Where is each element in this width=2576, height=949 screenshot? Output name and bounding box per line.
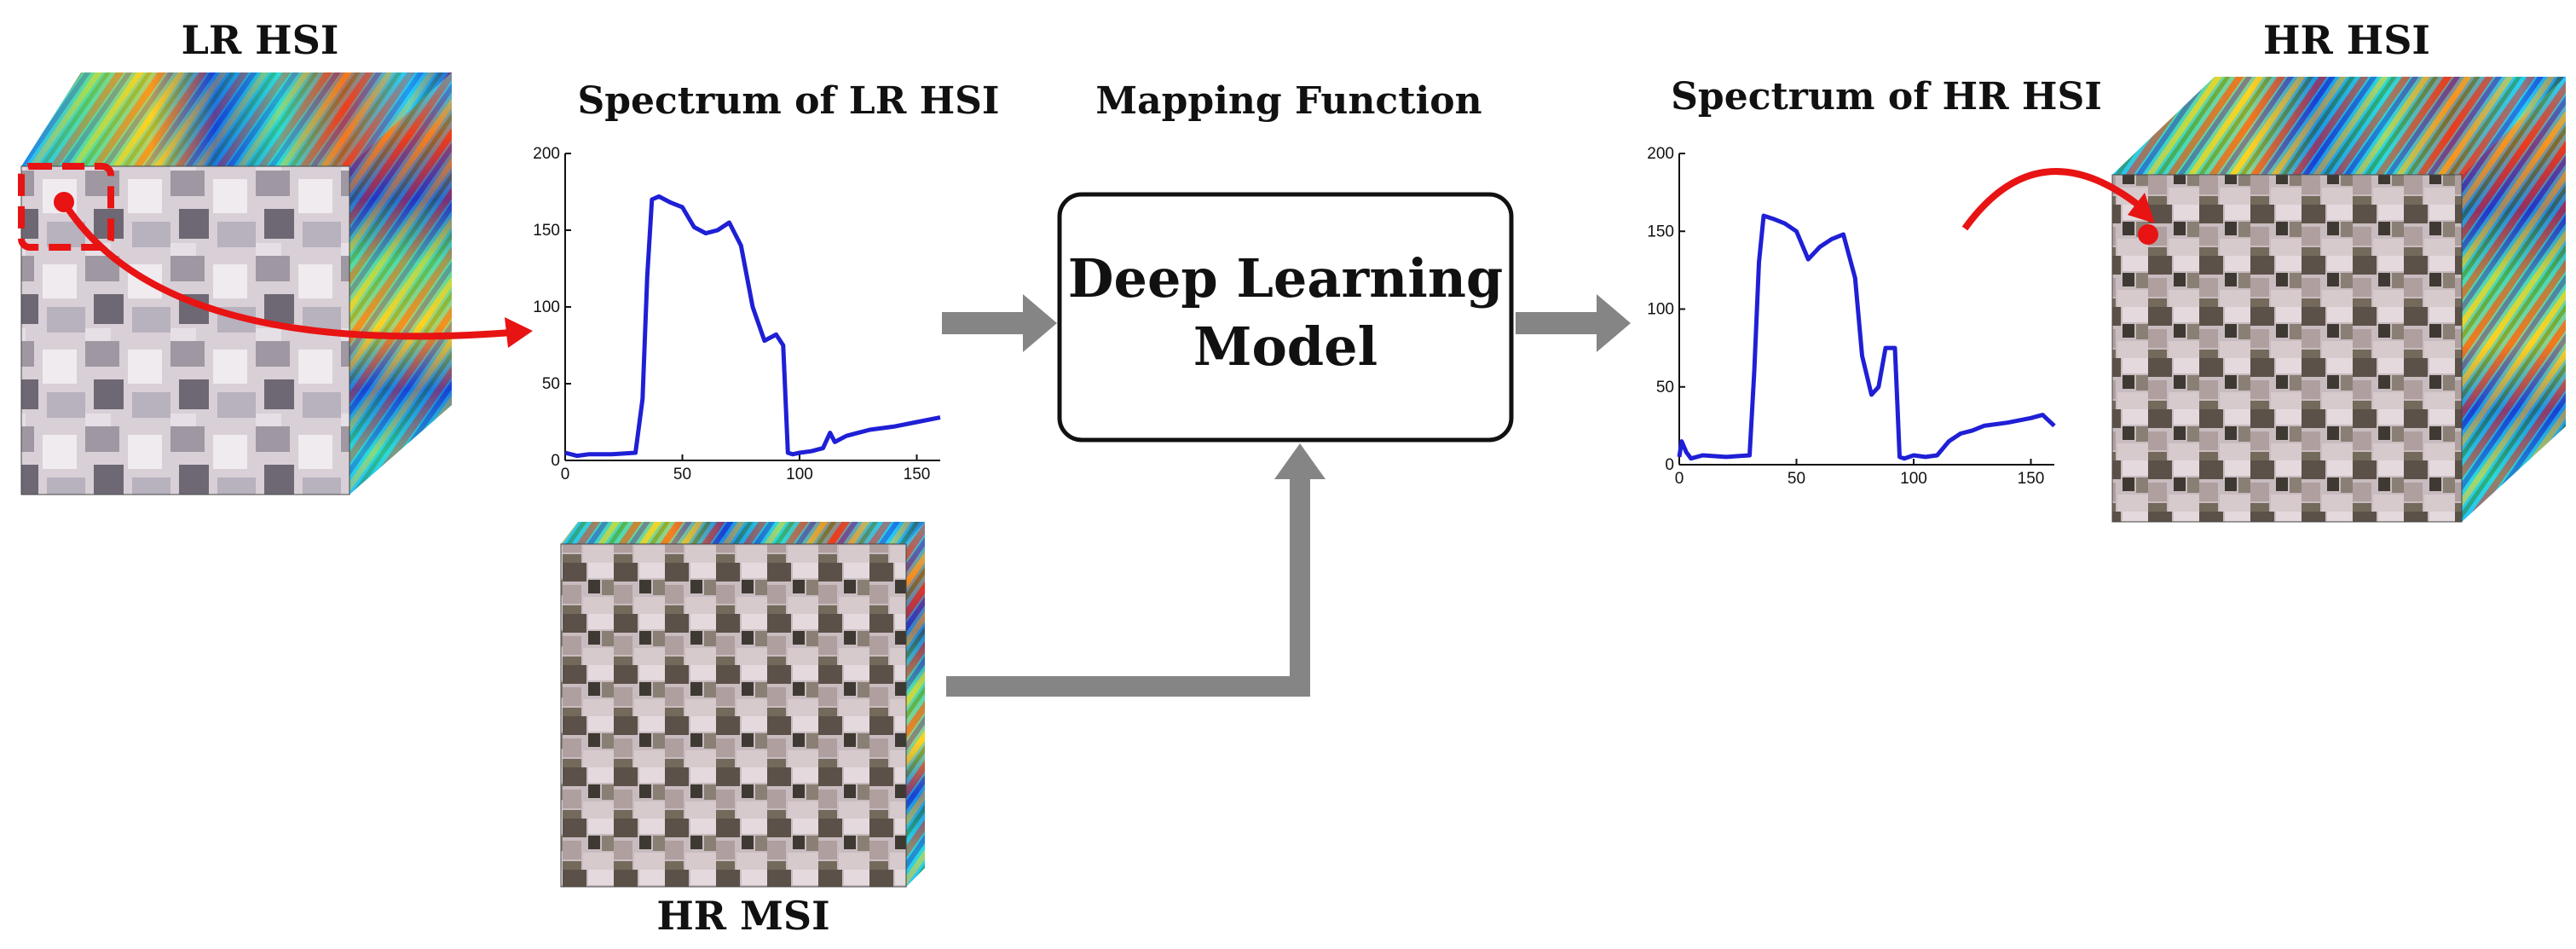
spectrum-hr-y-tick-label: 0 (1665, 456, 1674, 474)
spectrum-lr-y-tick-label: 200 (533, 145, 560, 163)
spectrum-lr-y-tick-label: 100 (533, 298, 560, 316)
arrow-model-to-spectrum (1516, 294, 1631, 352)
model-label-line2: Model (1193, 315, 1378, 378)
spectrum-hr-x-tick-label: 50 (1788, 470, 1805, 488)
spectrum-lr-title: Spectrum of LR HSI (577, 79, 999, 123)
lr-pixel-dot (54, 192, 74, 212)
spectrum-hr-x-tick-label: 100 (1900, 470, 1927, 488)
spectrum-hr-x-tick-label: 150 (2018, 470, 2045, 488)
hr-msi-cube-front (561, 544, 906, 887)
spectrum-hr-x-tick-label: 0 (1675, 470, 1684, 488)
hr-hsi-label: HR HSI (2263, 17, 2430, 63)
lr-hsi-cube (18, 72, 533, 495)
spectrum-lr-y-tick-label: 50 (542, 375, 560, 393)
model-label-line1: Deep Learning (1068, 247, 1504, 310)
spectrum-hr-y-tick-label: 200 (1647, 145, 1674, 163)
spectrum-lr-y-tick-label: 150 (533, 222, 560, 240)
spectrum-lr-x-tick-label: 50 (673, 466, 691, 483)
lr-hsi-label: LR HSI (182, 17, 339, 63)
spectrum-lr-y-tick-label: 0 (551, 452, 560, 470)
spectrum-hr-y-tick-label: 100 (1647, 301, 1674, 319)
hr-msi-cube (560, 522, 925, 888)
spectrum-hr-title: Spectrum of HR HSI (1671, 75, 2102, 119)
spectrum-hr-y-tick-label: 50 (1656, 379, 1674, 396)
arrow-msi-to-model (946, 443, 1326, 697)
spectrum-lr-chart: 0 50 100 150 200 0 50 100 150 (533, 145, 941, 483)
spectrum-lr-x-tick-label: 150 (904, 466, 931, 483)
hr-hsi-cube-front (2112, 175, 2462, 522)
arrow-spectrum-to-model (942, 294, 1057, 352)
spectrum-lr-x-tick-label: 100 (786, 466, 813, 483)
spectrum-hr-y-tick-label: 150 (1647, 223, 1674, 240)
spectrum-hr-chart: 0 50 100 150 200 0 50 100 150 (1647, 145, 2056, 488)
lr-pixel-selection-box (18, 163, 114, 251)
spectrum-lr-series-line (564, 194, 941, 459)
spectrum-lr-x-tick-label: 0 (561, 466, 570, 483)
hr-hsi-cube (1961, 77, 2566, 523)
mapping-function-label: Mapping Function (1095, 79, 1481, 123)
hr-msi-label: HR MSI (656, 893, 829, 939)
hr-pixel-dot (2138, 224, 2158, 245)
spectrum-hr-series-line (1677, 213, 2056, 461)
deep-learning-model-box (1057, 192, 1514, 443)
lr-pixel-curved-arrow (65, 206, 512, 340)
hr-pixel-curved-arrow (1961, 168, 2140, 231)
